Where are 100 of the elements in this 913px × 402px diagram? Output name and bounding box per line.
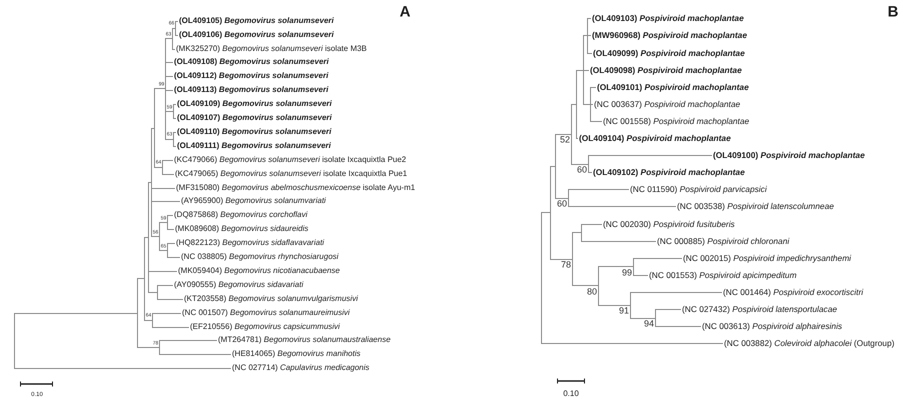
- tree-branch: [168, 257, 180, 258]
- taxon-label: (OL409111) Begomovirus solanumseveri: [176, 141, 331, 151]
- tree-branch: [154, 167, 162, 168]
- taxon-label: (NC 001507) Begomovirus solanumaureimusivi: [181, 308, 350, 318]
- tree-branch: [160, 354, 232, 355]
- taxon-label: (MW960968) Pospiviroid machoplantae: [591, 30, 747, 40]
- node-line: [167, 243, 168, 258]
- taxon-label: (NC 003613) Pospiviroid alphairesinis: [701, 321, 842, 331]
- taxon-label: (NC 038805) Begomovirus rhynchosiarugosi: [180, 252, 338, 262]
- taxon-label: (AY090555) Begomovirus sidavariati: [173, 280, 304, 290]
- node-line: [576, 70, 577, 139]
- tree-branch: [172, 28, 176, 29]
- panel-label: B: [888, 4, 898, 20]
- taxon-label: (MK059404) Begomovirus nicotianacubaense: [177, 266, 340, 276]
- taxon-label: (MF315080) Begomovirus abelmoschusmexicoense isolate Ayu-m1: [175, 183, 416, 193]
- taxon-label: (OL409112) Begomovirus solanumseveri: [173, 71, 328, 81]
- tree-branch: [166, 90, 174, 91]
- tree-branch: [590, 87, 596, 88]
- node-line: [581, 224, 582, 242]
- taxon-label: (NC 003882) Coleviroid alphacolei (Outgroup): [723, 338, 894, 348]
- tree-branch: [542, 212, 550, 213]
- taxon-label: (HE814065) Begomovirus manihotis: [231, 349, 361, 359]
- taxon-label: (NC 001558) Pospiviroid machoplantae: [602, 116, 750, 126]
- taxon-label: (OL409108) Begomovirus solanumseveri: [173, 57, 329, 67]
- taxon-label: (OL409099) Pospiviroid machoplantae: [592, 48, 745, 58]
- taxon-label: (DQ875868) Begomovirus corchoflavi: [173, 210, 308, 220]
- tree-branch: [556, 134, 572, 135]
- node-line: [152, 313, 153, 328]
- tree-branch: [568, 206, 676, 207]
- taxon-label: (OL409104) Pospiviroid machoplantae: [578, 133, 731, 143]
- taxon-label: (MK089608) Begomovirus sidaureidis: [174, 224, 308, 234]
- tree-branch: [166, 139, 174, 140]
- taxon-label: (KC479066) Begomovirus solanumseveri isolate Ixcaquixtla Pue2: [173, 155, 406, 165]
- taxon-label: (OL409107) Begomovirus solanumseveri: [176, 113, 332, 123]
- tree-branch: [174, 104, 176, 105]
- scale-value: 0.10: [563, 390, 579, 398]
- tree-branch: [572, 285, 598, 286]
- node-line: [148, 182, 149, 293]
- tree-branch: [582, 224, 602, 225]
- tree-branch: [568, 189, 630, 190]
- taxon-label: (EF210556) Begomovirus capsicummusivi: [189, 322, 340, 332]
- node-line: [173, 132, 174, 147]
- tree-branch: [550, 259, 572, 260]
- taxon-label: (HQ822123) Begomovirus sidaflavavariati: [175, 238, 324, 248]
- tree-branch: [572, 104, 576, 105]
- taxon-label: (OL409113) Begomovirus solanumseveri: [173, 85, 328, 95]
- bootstrap-value: 94: [644, 320, 654, 329]
- taxon-label: (NC 002030) Pospiviroid fusituberis: [602, 219, 735, 229]
- node-line: [157, 285, 158, 300]
- tree-branch: [656, 326, 702, 327]
- taxon-label: (OL409109) Begomovirus solanumseveri: [176, 99, 332, 109]
- tree-branch: [166, 76, 174, 77]
- tree-branch: [168, 243, 176, 244]
- tree-branch: [152, 313, 182, 314]
- tree-branch: [160, 250, 168, 251]
- tree-branch: [630, 318, 656, 319]
- tree-branch: [152, 236, 160, 237]
- node-line: [162, 160, 163, 175]
- tree-branch: [148, 182, 152, 183]
- tree-branch: [148, 271, 178, 272]
- taxon-label: (OL409100) Pospiviroid machoplantae: [712, 150, 865, 160]
- tree-branch: [162, 160, 174, 161]
- tree-branch: [138, 347, 160, 348]
- tree-branch: [158, 299, 184, 300]
- node-line: [655, 309, 656, 327]
- taxon-label: (OL409106) Begomovirus solanumseveri: [178, 30, 334, 40]
- tree-branch: [572, 164, 588, 165]
- taxon-label: (NC 002015) Pospiviroid impedichrysanthemi: [682, 253, 852, 263]
- taxon-label: (OL409103) Pospiviroid machoplantae: [591, 13, 744, 23]
- tree-branch: [542, 343, 724, 344]
- node-line: [590, 87, 591, 122]
- tree-branch: [634, 258, 682, 259]
- tree-branch: [160, 222, 168, 223]
- node-line: [159, 222, 160, 251]
- tree-branch: [152, 327, 190, 328]
- tree-branch: [148, 292, 158, 293]
- bootstrap-value: 60: [577, 166, 587, 175]
- tree-branch: [166, 111, 174, 112]
- node-line: [633, 258, 634, 276]
- tree-branch: [168, 229, 174, 230]
- taxon-label: (NC 027432) Pospiviroid latensportulacae: [681, 304, 838, 314]
- tree-branch: [14, 313, 138, 314]
- taxon-label: (NC 001464) Pospiviroid exocortiscitri: [722, 287, 864, 297]
- tree-branch: [144, 237, 148, 238]
- tree-branch: [172, 49, 176, 50]
- tree-branch: [572, 232, 582, 233]
- node-line: [14, 313, 15, 369]
- taxon-label: (KC479065) Begomovirus solanumseveri isolate Ixcaquixtla Pue1: [174, 169, 408, 179]
- tree-branch: [598, 305, 630, 306]
- tree-branch: [158, 285, 174, 286]
- taxon-label: (NC 027714) Capulavirus medicagonis: [231, 363, 370, 373]
- tree-branch: [174, 118, 176, 119]
- node-line: [572, 232, 573, 286]
- node-line: [154, 88, 155, 168]
- panel-label: A: [400, 4, 410, 20]
- node-line: [550, 166, 551, 260]
- bootstrap-value: 52: [560, 136, 570, 145]
- node-line: [151, 128, 152, 237]
- node-line: [137, 278, 138, 348]
- tree-branch: [588, 35, 592, 36]
